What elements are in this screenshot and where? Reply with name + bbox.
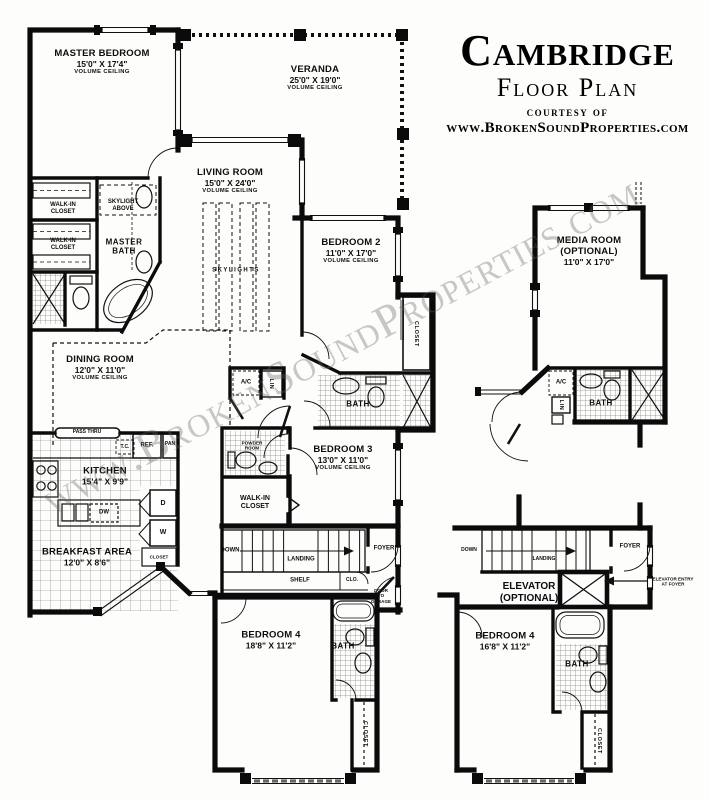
washer-label: W bbox=[159, 528, 167, 536]
foyer-label-alt: FOYER bbox=[619, 543, 641, 550]
website-text: www.BrokenSoundProperties.com bbox=[446, 119, 689, 136]
skylight-above-label: SKYLIGHT ABOVE bbox=[107, 198, 139, 212]
down-label-main: DOWN bbox=[220, 547, 240, 554]
room-label-breakfast-area: BREAKFAST AREA 12'0" X 8'6" bbox=[41, 546, 133, 568]
pantry-label: PAN bbox=[164, 441, 176, 448]
elevator-entry-label: ELEVATOR ENTRY AT FOYER bbox=[652, 576, 694, 587]
elevator-shaft-x bbox=[561, 573, 606, 606]
bath-label-main: BATH bbox=[346, 399, 370, 409]
powder-room-label: POWDER ROOM bbox=[241, 440, 263, 451]
room-label-bedroom-4: BEDROOM 4 18'8" X 11'2" bbox=[241, 629, 301, 651]
dashed-lines bbox=[52, 33, 642, 448]
skylights-label: SKYLIGHTS bbox=[212, 267, 260, 274]
room-label-bedroom-4-alt: BEDROOM 4 16'8" X 11'2" bbox=[475, 630, 535, 652]
room-label-bedroom-3: BEDROOM 3 13'0" X 11'0" VOLUME CEILING bbox=[313, 443, 373, 472]
refrigerator-label: REF. bbox=[140, 442, 154, 449]
room-label-kitchen: KITCHEN 15'4" X 9'9" bbox=[81, 465, 129, 487]
landing-label-main: LANDING bbox=[287, 556, 315, 563]
courtesy-line: courtesy of bbox=[526, 104, 609, 119]
clo-label-main: CLO. bbox=[346, 577, 358, 584]
walk-in-closet-b3-label: WALK-IN CLOSET bbox=[240, 494, 270, 510]
pass-thru-label: PASS THRU bbox=[72, 429, 102, 436]
shelf-label: SHELF bbox=[290, 577, 310, 584]
exterior-walls bbox=[27, 27, 668, 773]
room-label-veranda: VERANDA 25'0" X 19'0" VOLUME CEILING bbox=[287, 63, 343, 92]
elevator-entry-arrow bbox=[604, 576, 648, 586]
ac-label-media: A/C bbox=[555, 379, 567, 386]
master-bath-label: MASTER BATH bbox=[105, 237, 143, 256]
room-label-elevator: ELEVATOR (OPTIONAL) bbox=[499, 581, 559, 604]
linen-label-media: LIN bbox=[558, 399, 565, 411]
plan-title: Cambridge bbox=[460, 26, 675, 75]
ac-label-main: A/C bbox=[240, 379, 252, 386]
closet-label-kitchen: CLOSET bbox=[149, 554, 169, 560]
closet-label-bedroom4: CLOSET bbox=[362, 721, 369, 747]
plan-subtitle: Floor Plan bbox=[496, 73, 639, 103]
closet-label-bedroom4-alt: CLOSET bbox=[596, 728, 603, 754]
landing-label-alt: LANDING bbox=[532, 556, 556, 563]
room-label-media-room: MEDIA ROOM (OPTIONAL) 11'0" X 17'0" bbox=[556, 234, 622, 268]
title-block: Cambridge Floor Plan courtesy of www.Bro… bbox=[425, 26, 710, 137]
door-to-garage-label: DOOR TO GARAGE bbox=[370, 587, 392, 604]
closet-label-bedroom2: CLOSET bbox=[413, 321, 420, 347]
bath-label-bedroom4-alt: BATH bbox=[565, 659, 589, 669]
interior-walls bbox=[28, 176, 667, 772]
room-label-dining-room: DINING ROOM 12'0" X 11'0" VOLUME CEILING bbox=[66, 353, 134, 382]
dryer-label: D bbox=[160, 499, 166, 507]
room-label-bedroom-2: BEDROOM 2 11'0" X 17'0" VOLUME CEILING bbox=[321, 236, 381, 265]
tc-label: T.C. bbox=[120, 444, 130, 451]
fixtures bbox=[32, 182, 666, 768]
walk-in-closet-1-label: WALK-IN CLOSET bbox=[50, 201, 76, 215]
room-label-master-bedroom: MASTER BEDROOM 15'0" X 17'4" VOLUME CEIL… bbox=[54, 47, 150, 76]
walk-in-closet-2-label: WALK-IN CLOSET bbox=[50, 237, 76, 251]
bath-label-media: BATH bbox=[589, 398, 613, 408]
dishwasher-label: DW bbox=[99, 509, 109, 516]
down-label-alt: DOWN bbox=[461, 547, 477, 554]
linen-label-main: LIN bbox=[268, 378, 275, 390]
foyer-label-main: FOYER bbox=[373, 545, 395, 552]
room-label-living-room: LIVING ROOM 15'0" X 24'0" VOLUME CEILING bbox=[196, 166, 264, 195]
stairs-alt bbox=[481, 529, 591, 573]
bath-label-bedroom4: BATH bbox=[331, 641, 355, 651]
wall-posts bbox=[93, 25, 593, 784]
